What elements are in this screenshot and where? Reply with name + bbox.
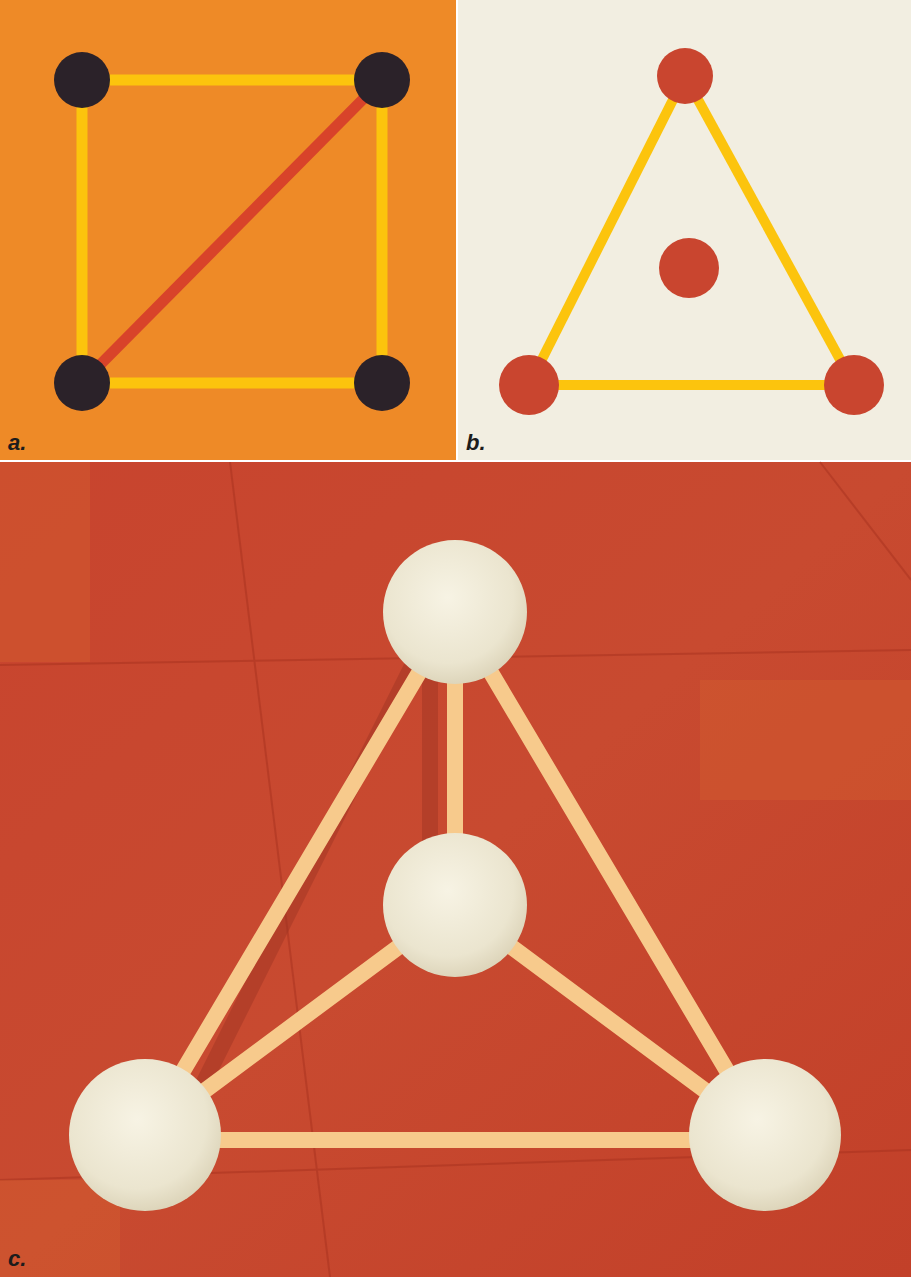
panel-b-ground xyxy=(458,0,911,460)
diagonal xyxy=(82,80,382,383)
ground-texture xyxy=(0,462,911,1277)
panel-c-ground xyxy=(0,462,911,1277)
square-edges xyxy=(82,80,382,383)
panel-a-ground xyxy=(0,0,456,460)
triangle-edges xyxy=(529,76,854,385)
panel-label: a. xyxy=(8,432,26,454)
triangle-dots xyxy=(499,48,884,415)
square-dots xyxy=(54,52,410,411)
ground-patches xyxy=(0,462,911,1277)
panel-label: c. xyxy=(8,1248,26,1270)
tetrahedron-balls xyxy=(69,540,841,1211)
tetrahedron-sticks xyxy=(145,612,765,1140)
panel-label: b. xyxy=(466,432,486,454)
